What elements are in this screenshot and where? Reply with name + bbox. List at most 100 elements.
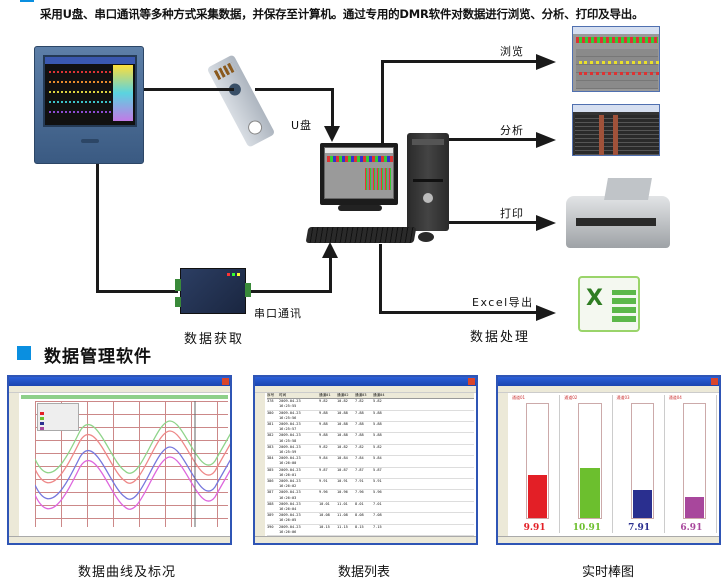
table-cell: 388 [267, 501, 274, 506]
output-label-analyze: 分析 [500, 124, 524, 137]
bar-track [526, 403, 550, 519]
table-cell: 2009-04-23 16:26:02 [279, 479, 301, 489]
arrow-up-to-pc [322, 242, 338, 258]
section-title: 数据管理软件 [44, 347, 152, 367]
bar-value: 7.91 [628, 523, 651, 533]
table-cell: 8.15 [355, 524, 364, 529]
bar-value: 10.91 [572, 523, 601, 533]
caption-bar: 实时棒图 [582, 565, 635, 580]
usb-label: U盘 [291, 119, 313, 132]
bar-track [578, 403, 602, 519]
col-header-ch3: 通道03 [355, 393, 367, 397]
table-cell: 9.82 [319, 444, 328, 449]
arrow-down-to-pc [324, 126, 340, 142]
table-cell: 9.82 [319, 399, 328, 404]
table-cell: 11.08 [337, 513, 348, 518]
bar-fill [632, 489, 652, 518]
table-cell: 10.15 [319, 524, 330, 529]
curve-lines [35, 401, 230, 527]
analyze-thumbnail [572, 104, 660, 156]
col-header-time: 时间 [279, 393, 287, 397]
excel-x-glyph: X [586, 286, 603, 311]
caption-curve: 数据曲线及标况 [78, 565, 177, 580]
table-cell: 386 [267, 479, 274, 484]
col-header-ch2: 通道02 [337, 393, 349, 397]
line-to-analyze [449, 138, 541, 141]
bar-track [682, 403, 706, 519]
arrow-browse [536, 54, 556, 70]
serial-label: 串口通讯 [254, 307, 302, 320]
table-cell: 2009-04-23 16:26:04 [279, 501, 301, 512]
table-cell: 9.91 [319, 479, 328, 484]
table-cell: 380 [267, 410, 274, 415]
line-usb-to-pc-v [331, 88, 334, 128]
bar-value: 9.91 [523, 523, 546, 533]
bar-value: 6.91 [680, 523, 703, 533]
line-to-print [449, 221, 541, 224]
serial-converter-image [175, 268, 251, 314]
table-cell: 381 [267, 422, 274, 427]
table-cell: 2009-04-23 16:26:01 [279, 467, 301, 477]
table-cell: 2009-04-23 16:26:03 [279, 490, 301, 500]
table-cell: 2009-04-23 16:25:58 [279, 433, 301, 443]
table-cell: 9.84 [319, 456, 328, 461]
table-cell: 5.84 [373, 456, 382, 461]
bar-channel-label: 通道01 [512, 395, 526, 400]
excel-icon: X [578, 276, 640, 332]
browse-thumbnail [572, 26, 660, 92]
table-cell: 2009-04-23 16:25:59 [279, 444, 301, 455]
table-cell: 10.88 [337, 422, 348, 427]
caption-table: 数据列表 [338, 565, 391, 580]
mouse-image [418, 232, 434, 242]
table-cell: 7.96 [355, 490, 364, 495]
bar-channel-label: 通道02 [564, 395, 578, 400]
table-cell: 10.88 [337, 410, 348, 415]
table-cell: 8.08 [355, 513, 364, 518]
line-to-browse [381, 60, 541, 63]
curve-window-screenshot [7, 375, 232, 545]
table-cell: 10.84 [337, 456, 348, 461]
process-caption: 数据处理 [470, 330, 531, 345]
table-cell: 5.82 [373, 399, 382, 404]
table-cell: 5.82 [373, 444, 382, 449]
arrow-analyze [536, 132, 556, 148]
table-cell: 10.88 [337, 433, 348, 438]
table-cell: 7.01 [373, 501, 382, 506]
table-cell: 5.88 [373, 433, 382, 438]
table-cell: 7.08 [373, 513, 382, 518]
table-cell: 7.15 [373, 524, 382, 529]
table-cell: 2009-04-23 16:25:56 [279, 410, 301, 420]
table-cell: 9.88 [319, 410, 328, 415]
keyboard-image [305, 227, 417, 243]
table-cell: 7.87 [355, 467, 364, 472]
table-cell: 5.87 [373, 467, 382, 472]
table-cell: 5.96 [373, 490, 382, 495]
table-cell: 389 [267, 513, 274, 518]
table-cell: 2009-04-23 16:26:06 [279, 524, 301, 534]
table-cell: 10.82 [337, 444, 348, 449]
output-label-browse: 浏览 [500, 45, 524, 58]
line-pc-up-branch [381, 60, 384, 144]
table-cell: 2009-04-23 16:25:55 [279, 399, 301, 409]
table-cell: 2009-04-23 16:26:05 [279, 513, 301, 523]
table-cell: 7.84 [355, 456, 364, 461]
table-cell: 5.91 [373, 479, 382, 484]
table-cell: 10.82 [337, 399, 348, 404]
col-header-ch1: 通道01 [319, 393, 331, 397]
